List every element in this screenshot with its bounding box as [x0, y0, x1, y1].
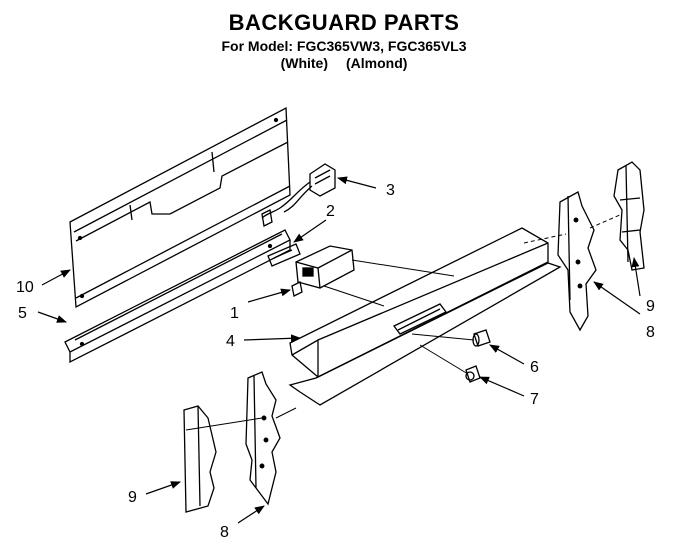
callout-2: 2 [326, 203, 335, 220]
diagram-title: BACKGUARD PARTS [228, 10, 460, 35]
control-panel [288, 227, 562, 406]
clock-timer-module [291, 245, 355, 297]
callout-8-left: 8 [220, 524, 229, 541]
callout-9-right: 9 [646, 298, 655, 315]
callout-6: 6 [530, 359, 539, 376]
wire-harness-connector [261, 163, 336, 227]
knob-insert [472, 329, 491, 347]
callout-1: 1 [230, 305, 239, 322]
left-side-trim [183, 405, 217, 513]
callout-10: 10 [16, 279, 34, 296]
callout-7: 7 [530, 391, 539, 408]
callout-4: 4 [226, 333, 235, 350]
knob-screw [465, 365, 481, 383]
assembly-guide-lines [185, 213, 623, 431]
backguard-rear-panel [69, 106, 291, 309]
callout-9-left: 9 [128, 489, 137, 506]
terminal-block [267, 243, 301, 267]
color-white-label: (White) [280, 55, 328, 71]
right-end-bracket [613, 161, 645, 271]
backguard-trim-strip [64, 229, 291, 364]
callout-3: 3 [386, 182, 395, 199]
model-line: For Model: FGC365VW3, FGC365VL3 [221, 38, 467, 54]
callout-8-right: 8 [646, 324, 655, 341]
callout-5: 5 [18, 305, 27, 322]
color-line: (White) (Almond) [0, 55, 688, 71]
color-almond-label: (Almond) [346, 55, 408, 71]
right-end-cap [557, 191, 597, 332]
left-end-cap [245, 371, 281, 506]
callout-leaders [37, 176, 641, 524]
